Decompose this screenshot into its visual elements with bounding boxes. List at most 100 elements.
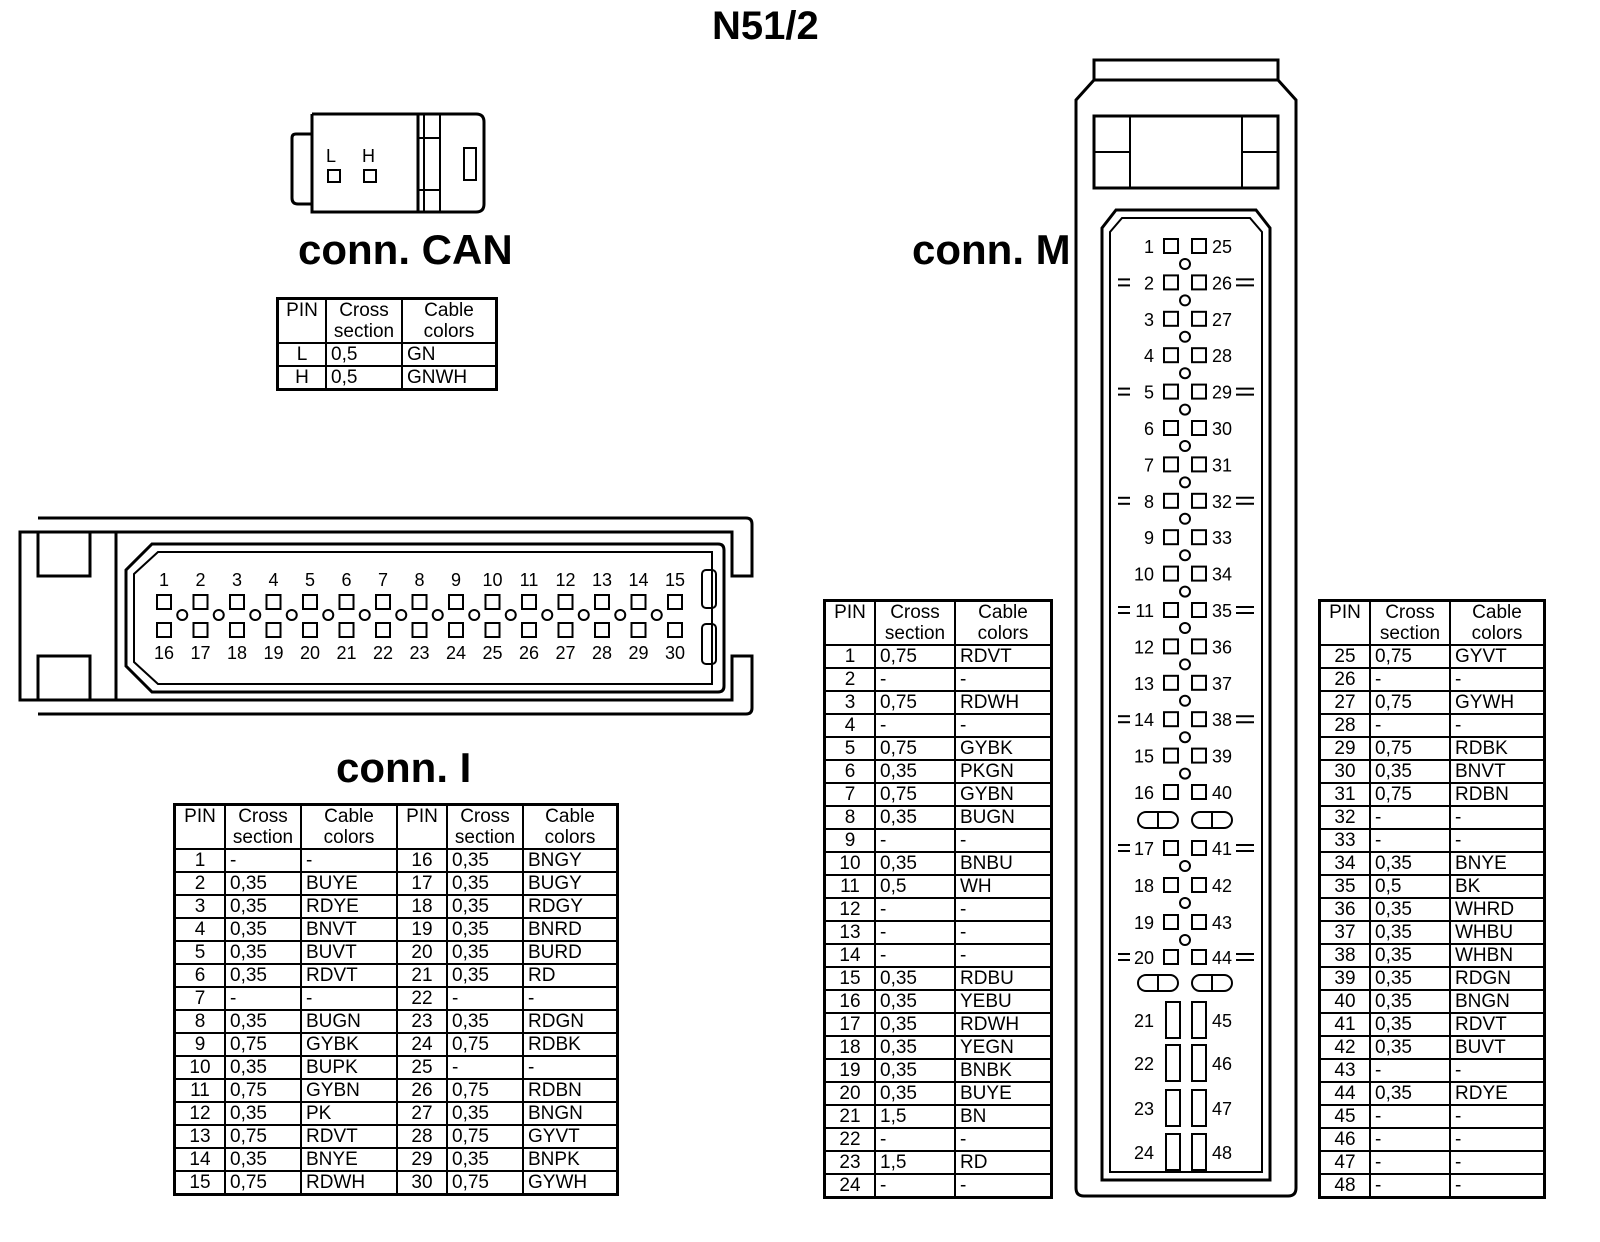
conn-m-left-table-cell: BNBU [954,851,1053,876]
conn-i-pin-socket [192,622,209,638]
conn-i-pin-socket [630,622,647,638]
conn-m-pin-dot [1179,476,1191,489]
conn-m-pin-socket [1163,492,1179,509]
conn-i-pin-socket [557,622,574,638]
conn-i-table-cell: RDWH [300,1170,398,1196]
conn-i-pin-number: 27 [555,643,575,663]
conn-i-table-cell: - [300,848,398,873]
conn-i-table-cell: 30 [396,1170,448,1196]
conn-m-pin-socket [1191,238,1207,254]
conn-i-table-cell: - [446,1055,524,1080]
conn-i-table-cell: 7 [173,986,226,1011]
conn-i-label: conn. I [336,744,472,791]
conn-i-pin-dot [358,609,371,621]
conn-m-pin-socket [1163,602,1179,618]
conn-m-left-table-cell: 0,35 [874,759,956,784]
conn-m-right-table-cell: 0,35 [1369,943,1451,968]
conn-i-header-cable-colors: Cable colors [300,803,398,850]
conn-i-header-cable-colors-2: Cable colors [522,803,619,850]
conn-m-right-table-cell: 45 [1318,1104,1371,1129]
conn-m-right-table-cell: 0,75 [1369,736,1451,761]
conn-m-right-table-row: 46-- [1318,1127,1546,1152]
conn-i-table-cell: 0,75 [224,1124,302,1149]
conn-m-left-table-cell: YEBU [954,989,1053,1014]
conn-m-left-table-cell: 8 [823,805,876,830]
conn-m-right-table-cell: WHBU [1449,920,1546,945]
conn-m-pin-number: 2 [1144,273,1154,293]
conn-i-header-cross-section: Cross section [224,803,302,850]
conn-i-pin-socket [411,622,428,638]
conn-i-table-cell: BNGY [522,848,619,873]
conn-i-table-cell: 29 [396,1147,448,1172]
conn-m-pin-number: 42 [1212,876,1232,896]
conn-m-pin-dot [1179,897,1191,909]
conn-i-pin-socket [156,594,172,610]
conn-m-pin-number: 24 [1134,1143,1154,1163]
conn-m-right-table-cell: BNVT [1449,759,1546,784]
conn-i-pin-dot [577,609,590,621]
conn-i-table-cell: - [522,986,619,1011]
conn-m-pin-number: 35 [1212,601,1232,621]
conn-m-left-table-cell: BNBK [954,1058,1053,1083]
conn-i-table-cell: 0,75 [446,1170,524,1196]
conn-i-pin-number: 25 [482,643,502,663]
can-header-cross-section: Cross section [325,297,403,344]
conn-i-pin-number: 6 [341,570,351,590]
conn-i-pin-number: 29 [628,643,648,663]
conn-m-pin-dot [1179,934,1191,946]
conn-i-pin-socket [594,594,610,610]
conn-m-pin-socket [1191,529,1207,546]
conn-i-table-cell: RDVT [300,1124,398,1149]
conn-m-right-table-cell: 47 [1318,1150,1371,1175]
conn-i-table-cell: 0,35 [224,1009,302,1034]
conn-m-left-table-cell: PKGN [954,759,1053,784]
conn-m-pin-socket [1163,747,1179,764]
conn-m-pin-number: 37 [1212,674,1232,694]
conn-i-table-cell: 0,75 [224,1078,302,1103]
conn-m-pin-number: 13 [1134,674,1154,694]
conn-i-pin-number: 8 [414,570,424,590]
conn-i-table-cell: 14 [173,1147,226,1172]
conn-i-table-cell: 0,35 [446,917,524,942]
conn-m-pin-number: 33 [1212,528,1232,548]
conn-m-right-table-cell: WHRD [1449,897,1546,922]
conn-m-pin-number: 1 [1144,237,1154,257]
conn-i-pin-dot [395,609,408,621]
can-table-cell: H [276,365,327,391]
conn-m-left-table-row: 4-- [823,713,1053,738]
conn-m-left-table-cell: - [874,713,956,738]
conn-m-right-table-cell: BNYE [1449,851,1546,876]
conn-m-right-header-cable-colors: Cable colors [1449,599,1546,646]
conn-i-table-cell: 3 [173,894,226,919]
conn-m-pin-socket [1191,711,1207,728]
conn-m-pin-dot [1179,330,1191,343]
conn-i-pin-number: 9 [451,570,461,590]
conn-m-left-table-cell: - [954,943,1053,968]
conn-m-right-table-cell: 42 [1318,1035,1371,1060]
conn-m-left-table-row: 13-- [823,920,1053,945]
conn-i-table-cell: 24 [396,1032,448,1057]
conn-i-pin-socket [338,594,355,610]
conn-i-table-cell: BURD [522,940,619,965]
conn-m-right-table-row: 33-- [1318,828,1546,853]
conn-i-table-cell: 27 [396,1101,448,1126]
conn-m-pin-number: 10 [1134,565,1154,585]
conn-m-left-table-row: 22-- [823,1127,1053,1152]
conn-i-pin-socket [338,622,355,638]
conn-i-table-cell: GYBK [300,1032,398,1057]
conn-m-pin-number: 30 [1212,419,1232,439]
conn-m-right-table-cell: 36 [1318,897,1371,922]
conn-m-left-table-cell: 12 [823,897,876,922]
conn-i-pin-dot [541,609,554,621]
conn-i-pin-socket [375,622,391,638]
conn-m-left-table-cell: BUYE [954,1081,1053,1106]
